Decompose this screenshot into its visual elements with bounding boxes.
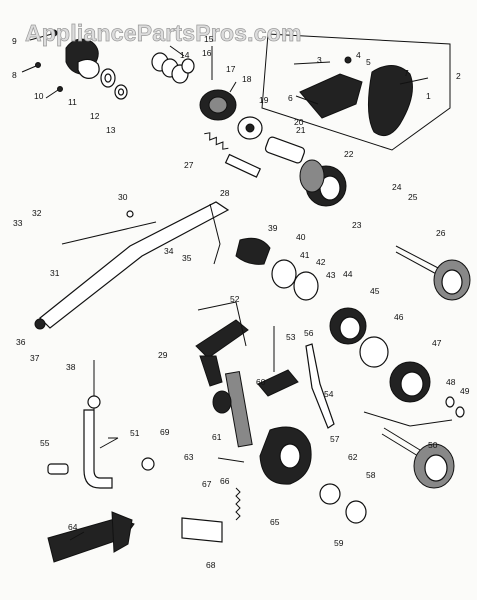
part-label: 24	[392, 182, 402, 192]
part-label: 30	[118, 192, 128, 202]
washer-icon	[141, 396, 465, 471]
cam-stack-middle	[235, 237, 431, 403]
part-label: 51	[130, 428, 140, 438]
part-label: 9	[12, 36, 17, 46]
part-label: 12	[90, 111, 100, 121]
cam-assembly	[264, 136, 347, 207]
part-label: 8	[12, 70, 17, 80]
part-label: 59	[334, 538, 344, 548]
part-label: 1	[426, 91, 431, 101]
part-label: 66	[220, 476, 230, 486]
part-label: 10	[34, 91, 44, 101]
part-label: 6	[288, 93, 293, 103]
knob-icon	[395, 245, 471, 301]
part-label: 2	[456, 71, 461, 81]
bracket-icon	[181, 487, 241, 543]
part-label: 11	[68, 97, 77, 107]
part-label: 32	[32, 208, 42, 218]
washer-icon	[100, 68, 128, 100]
part-label: 55	[40, 438, 50, 448]
part-label: 47	[432, 338, 442, 348]
part-label: 49	[460, 386, 470, 396]
part-label: 63	[184, 452, 194, 462]
part-label: 68	[206, 560, 216, 570]
part-label: 36	[16, 337, 26, 347]
needle-bar-assembly	[195, 319, 299, 448]
part-label: 19	[259, 95, 269, 105]
part-label: 38	[66, 362, 76, 372]
leader-lines	[69, 45, 453, 541]
part-label: 57	[330, 434, 340, 444]
part-label: 44	[343, 269, 353, 279]
part-label: 31	[50, 268, 60, 278]
part-label: 42	[316, 257, 326, 267]
part-label: 23	[352, 220, 362, 230]
part-number-labels: 1 2 3 4 5 6 7 8 9 10 11 12 13 14 15 16 1…	[12, 34, 470, 570]
roller-set	[151, 52, 195, 84]
part-label: 41	[300, 250, 310, 260]
screw-icon	[21, 29, 63, 99]
assembly-inset	[261, 33, 451, 151]
part-label: 67	[202, 479, 212, 489]
part-label: 40	[296, 232, 306, 242]
part-label: 25	[408, 192, 418, 202]
part-label: 61	[212, 432, 222, 442]
part-label: 4	[356, 50, 361, 60]
part-label: 48	[446, 377, 456, 387]
part-label: 26	[436, 228, 446, 238]
part-label: 34	[164, 246, 174, 256]
bracket-icon	[65, 38, 100, 79]
part-label: 43	[326, 270, 336, 280]
part-label: 27	[184, 160, 194, 170]
part-label: 22	[344, 149, 354, 159]
parts-artwork	[21, 29, 471, 563]
part-label: 64	[68, 522, 78, 532]
part-label: 53	[286, 332, 296, 342]
part-label: 17	[226, 64, 236, 74]
part-label: 3	[317, 55, 322, 65]
part-label: 13	[106, 125, 116, 135]
part-label: 20	[294, 117, 304, 127]
part-label: 62	[348, 452, 358, 462]
watermark-text: AppliancePartsPros.com	[25, 20, 302, 46]
gear-icon	[199, 46, 263, 140]
part-label: 37	[30, 353, 40, 363]
part-label: 45	[370, 286, 380, 296]
lever-icon	[305, 343, 335, 429]
presser-foot	[47, 511, 135, 563]
presser-bar	[47, 360, 113, 489]
lever-icon	[34, 201, 230, 330]
part-label: 5	[366, 57, 371, 67]
spring-icon	[204, 132, 262, 178]
part-label: 14	[180, 50, 190, 60]
part-label: 65	[270, 517, 280, 527]
part-label: 54	[324, 389, 334, 399]
part-label: 7	[404, 68, 409, 78]
part-label: 52	[230, 294, 240, 304]
part-label: 58	[366, 470, 376, 480]
part-label: 60	[256, 377, 266, 387]
knob-icon	[381, 427, 455, 489]
part-label: 29	[158, 350, 168, 360]
part-label: 18	[242, 74, 252, 84]
part-label: 35	[182, 253, 192, 263]
part-label: 33	[13, 218, 23, 228]
part-label: 16	[202, 48, 212, 58]
part-label: 69	[160, 427, 170, 437]
part-label: 21	[296, 125, 306, 135]
part-label: 56	[304, 328, 314, 338]
part-label: 28	[220, 188, 230, 198]
shuttle-assembly	[212, 390, 367, 524]
part-label: 50	[428, 440, 438, 450]
part-label: 15	[204, 34, 214, 44]
part-label: 46	[394, 312, 404, 322]
part-label: 39	[268, 223, 278, 233]
